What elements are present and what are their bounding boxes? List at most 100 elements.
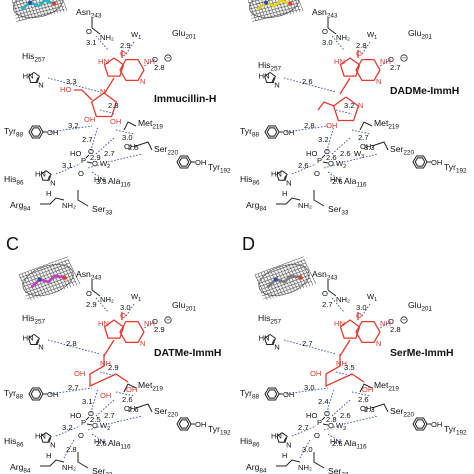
phosphate-o1: O [88,409,94,418]
base-n: N [140,339,145,348]
distance-label: 3.0 [302,445,313,454]
his257-ring [264,333,276,346]
residue-ser33: Ser33 [328,204,349,217]
hbond-2 [361,41,371,55]
distance-label: 3.0 [120,303,131,312]
distance-label: 2.8 [154,63,165,72]
residue-his257: His257 [22,51,46,64]
mesh-line [15,5,65,19]
his86-ring [40,170,52,181]
nitrogen-atom [273,277,278,282]
arg-h: H [46,189,51,198]
mesh-line [293,0,304,12]
asn-chain [91,289,101,297]
water-w1: W1 [131,292,141,303]
phenol-oh: OH [195,158,206,167]
mesh-line [257,273,271,300]
acyclic-linker [89,354,129,388]
linker-oh-2: OH [362,385,373,394]
his257-ring [28,333,40,346]
mesh-line [285,264,299,291]
imidazole-nh: HN [35,431,46,440]
hbond-12 [343,415,379,425]
glu-o: O [152,317,158,326]
hbond-14 [63,439,75,459]
base-nh-2: NH [380,319,391,328]
residue-ser220: Ser220 [154,144,178,157]
residue-arg84: Arg84 [246,200,267,213]
imidazole-n: N [38,343,43,352]
hbond-5 [335,109,353,115]
hbond-6 [49,125,93,133]
phosphate-oh: HO [306,149,317,158]
ser220-chain [135,403,153,413]
glu-o: O [388,317,394,326]
mesh-line [255,259,305,278]
his86-ring [276,432,288,443]
residue-tyr88: Tyr88 [4,388,23,401]
c5-oh: HO [60,85,71,94]
c5-chain [317,101,335,111]
his86-ring [40,432,52,443]
residue-tyr192: Tyr192 [444,424,467,437]
met-chain [123,121,137,131]
aromatic-inner [30,127,42,137]
residue-met219: Met219 [138,118,163,131]
distance-label: 2.6 [332,177,343,186]
his86-ring [276,170,288,181]
mesh-line [16,8,65,22]
met-chain [359,121,373,131]
imidazole-nh: HN [271,169,282,178]
mesh-line [290,0,301,12]
distance-label: 3.0 [304,383,315,392]
distance-label: 3.2 [62,423,73,432]
pyrrolidine-ring [332,96,360,122]
p-o-bond [321,154,326,159]
tyr192-ring [412,417,428,431]
base-nh-2: NH [380,57,391,66]
imidazole-nh: HN [259,71,270,80]
phosphate-p: P [81,156,86,165]
tyr192-ring [176,155,192,169]
distance-label: 3.3 [66,77,77,86]
linker-oh: OH [310,369,321,378]
residue-glu201: Glu201 [408,28,432,41]
hbond-5 [99,109,117,115]
ser33-chain [313,452,325,469]
ser33-chain [77,190,89,207]
hbond-2 [125,41,135,55]
phosphate-oh: HO [306,411,317,420]
asn-chain [327,289,337,297]
imidazole-nh: HN [23,333,34,342]
distance-label: 3.2 [318,135,329,144]
imidazole-n: N [286,440,291,449]
residue-asn243: Asn243 [312,269,338,282]
mesh-line [258,268,308,288]
hbond-2 [125,303,135,317]
arg-chain [276,459,301,467]
nitrogen-atom [28,0,33,5]
his257-ring [264,71,276,84]
linker-nh: NH [336,359,347,368]
tyr192-ring [412,155,428,169]
ser220-chain [371,403,389,413]
imidazole-n: N [274,343,279,352]
distance-label: 2.5 [90,415,101,424]
oxygen-atom [298,275,303,280]
ser220-oh: OH [124,404,135,413]
asn-nh2: NH₂ [100,295,114,304]
distance-label: 2.6 [298,161,309,170]
arg-nh2: NH₂ [62,201,76,210]
hbond-3 [379,59,391,67]
tyr88-ring [264,387,280,401]
residue-arg84: Arg84 [10,462,31,474]
residue-met219: Met219 [138,380,163,393]
distance-label: 2.6 [340,411,351,420]
asn-chain [327,27,337,35]
hbond-9 [331,399,351,417]
mesh-line [261,277,311,297]
residue-ala116: Ala116 [344,176,367,189]
arg-chain [40,459,65,467]
